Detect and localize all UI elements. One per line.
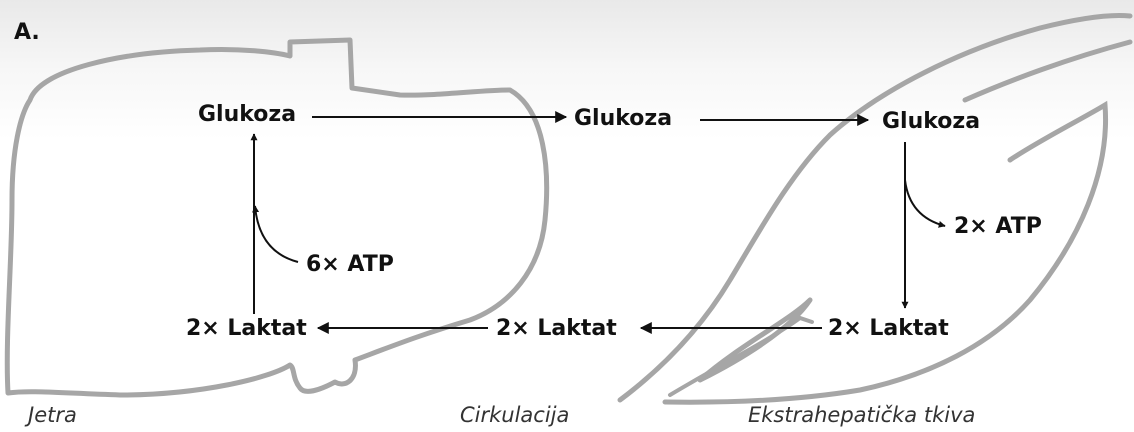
tissue-outline-tail — [668, 315, 814, 397]
arrow-glucose-to-atp — [904, 179, 946, 228]
liver-outline — [4, 37, 550, 398]
tissue-outline-lower — [697, 297, 813, 383]
tissue-outline-mid — [662, 100, 1109, 405]
tissue-outline-inner — [962, 39, 1133, 103]
liver-atp-label: 6× ATP — [306, 252, 394, 277]
liver-glucose-label: Glukoza — [198, 102, 297, 127]
tissue-glucose-label: Glukoza — [882, 109, 981, 134]
tissue-outline — [617, 13, 1133, 403]
circ-glucose-label: Glukoza — [574, 106, 673, 131]
arrow-atp-input — [252, 205, 299, 263]
region-tissues: Ekstrahepatička tkiva — [748, 403, 976, 427]
liver-lactate-label: 2× Laktat — [186, 316, 307, 341]
region-circulation: Cirkulacija — [460, 403, 570, 427]
region-liver: Jetra — [28, 403, 77, 427]
circ-lactate-label: 2× Laktat — [496, 316, 617, 341]
tissue-lactate-label: 2× Laktat — [828, 316, 949, 341]
tissue-atp-label: 2× ATP — [954, 214, 1042, 239]
panel-label: A. — [14, 20, 40, 45]
